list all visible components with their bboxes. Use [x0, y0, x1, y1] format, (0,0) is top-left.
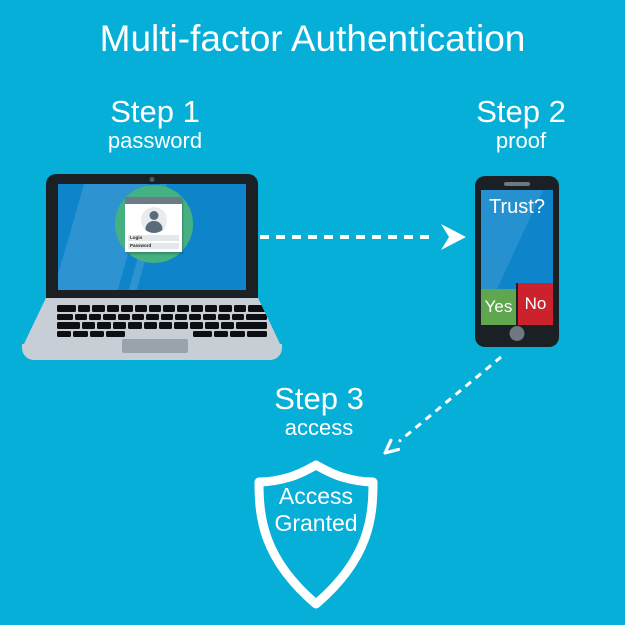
- shield-icon: [254, 460, 378, 609]
- keyboard-key: [236, 322, 267, 329]
- keyboard-key: [103, 313, 116, 320]
- keyboard-key: [213, 330, 229, 337]
- laptop-bezel: Login Password: [46, 174, 258, 298]
- keyboard-key: [81, 322, 96, 329]
- keyboard-key: [117, 313, 131, 320]
- keyboard-key: [97, 322, 111, 329]
- login-window-titlebar: [125, 197, 182, 204]
- keyboard-key: [189, 322, 204, 329]
- keyboard-key: [73, 330, 88, 337]
- access-granted-label: Access Granted: [252, 458, 380, 537]
- laptop-keyboard: [57, 305, 268, 338]
- access-granted-line2: Granted: [274, 510, 358, 536]
- keyboard-key: [78, 305, 91, 312]
- avatar-shoulders: [145, 221, 162, 233]
- keyboard-key: [246, 313, 267, 320]
- step3-subtitle: access: [284, 415, 354, 440]
- avatar-head: [149, 211, 158, 220]
- keyboard-key: [163, 305, 176, 312]
- arrow-password-to-proof: [260, 224, 466, 250]
- keyboard-key: [158, 322, 173, 329]
- keyboard-key: [177, 305, 190, 312]
- keyboard-key: [132, 313, 145, 320]
- keyboard-key: [148, 305, 162, 312]
- keyboard-key: [217, 313, 230, 320]
- step3-title: Step 3: [274, 381, 364, 416]
- keyboard-key: [106, 330, 126, 337]
- access-granted-line1: Access: [278, 483, 354, 509]
- phone-screen: Trust? Yes No: [481, 190, 553, 325]
- keyboard-key: [74, 313, 88, 320]
- keyboard-key: [120, 305, 133, 312]
- keyboard-key: [92, 305, 105, 312]
- step1-subtitle: password: [107, 128, 203, 153]
- laptop-screen: Login Password: [58, 184, 246, 290]
- login-field-label: Login: [130, 235, 143, 240]
- login-window: Login Password: [125, 197, 182, 252]
- step1-label-group: Step 1 password: [80, 95, 230, 152]
- page-title: Multi-factor Authentication: [99, 18, 526, 59]
- user-avatar-icon: [140, 207, 167, 233]
- keyboard-key: [174, 322, 188, 329]
- keyboard-key: [57, 313, 73, 320]
- keyboard-key: [231, 313, 245, 320]
- webcam-icon: [149, 177, 155, 182]
- keyboard-key: [191, 305, 204, 312]
- arrow-proof-to-access: [383, 355, 502, 455]
- keyboard-key: [205, 305, 218, 312]
- keyboard-key: [57, 305, 77, 312]
- keyboard-key: [134, 305, 147, 312]
- login-field: Login: [128, 235, 179, 241]
- step2-title: Step 2: [476, 94, 566, 129]
- yes-button: Yes: [481, 289, 516, 325]
- keyboard-key: [174, 313, 188, 320]
- keyboard-key: [57, 330, 72, 337]
- keyboard-key: [192, 330, 212, 337]
- login-circle: Login Password: [115, 185, 193, 263]
- phone-speaker-icon: [504, 182, 530, 186]
- keyboard-key: [230, 330, 245, 337]
- keyboard-key: [112, 322, 127, 329]
- phone-illustration: Trust? Yes No: [475, 176, 559, 347]
- keyboard-key: [189, 313, 202, 320]
- keyboard-key: [146, 313, 159, 320]
- step2-label-group: Step 2 proof: [446, 95, 596, 152]
- password-field: Password: [128, 243, 179, 249]
- keyboard-key: [89, 313, 102, 320]
- keyboard-key: [247, 305, 268, 312]
- step1-title: Step 1: [110, 94, 200, 129]
- keyboard-spacebar-gap: [127, 331, 191, 338]
- phone-home-button-icon: [509, 326, 525, 341]
- keyboard-key: [143, 322, 157, 329]
- step2-subtitle: proof: [495, 128, 547, 153]
- password-field-label: Password: [130, 243, 152, 248]
- laptop-trackpad: [122, 339, 188, 353]
- step3-label-group: Step 3 access: [244, 382, 394, 439]
- keyboard-key: [246, 330, 268, 337]
- button-divider: [516, 283, 518, 325]
- keyboard-key: [203, 313, 216, 320]
- keyboard-key: [205, 322, 219, 329]
- keyboard-key: [89, 330, 105, 337]
- keyboard-key: [219, 305, 232, 312]
- keyboard-key: [160, 313, 173, 320]
- keyboard-key: [128, 322, 142, 329]
- keyboard-key: [220, 322, 235, 329]
- keyboard-key: [233, 305, 246, 312]
- trust-prompt: Trust?: [489, 196, 545, 218]
- keyboard-key: [106, 305, 119, 312]
- no-button: No: [518, 283, 553, 325]
- keyboard-key: [57, 322, 80, 329]
